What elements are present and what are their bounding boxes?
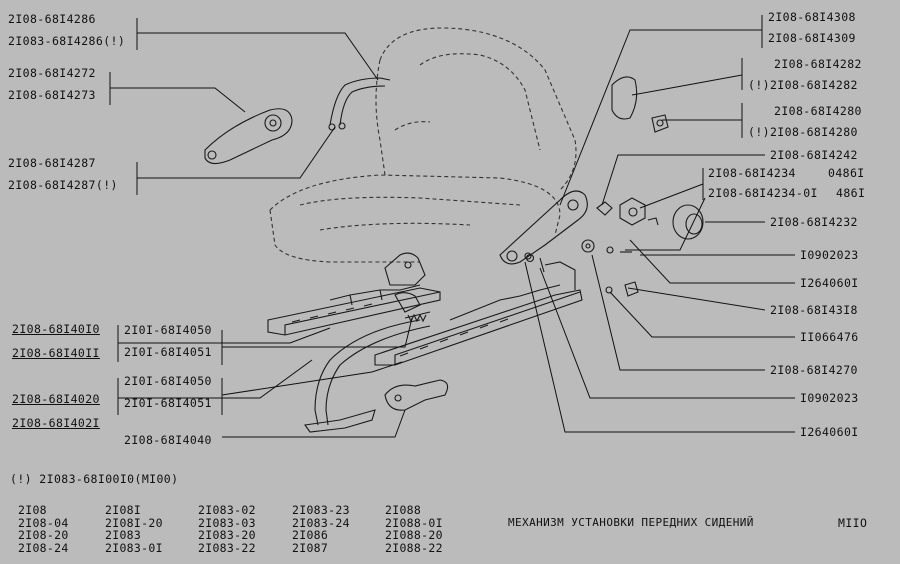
recline-handle — [204, 108, 293, 165]
model-code: 2I088-0I — [385, 515, 443, 530]
model-code: 2I088 — [385, 503, 422, 517]
part-label: 2I08-68I4287 — [8, 156, 96, 170]
part-label: I0902023 — [800, 248, 859, 262]
model-code: 2I083 — [105, 528, 142, 542]
model-code: 2I088-22 — [385, 540, 443, 555]
part-label: 486I — [836, 186, 866, 200]
model-code: 2I083-20 — [198, 528, 256, 542]
towel-bar — [304, 319, 431, 433]
headrest-wire — [328, 77, 391, 131]
bracket — [384, 379, 449, 411]
leader-lines — [109, 15, 795, 438]
part-label: 2I08-68I4308 — [768, 10, 856, 24]
part-label: 2I08-68I43I8 — [770, 303, 858, 317]
lock-lever — [384, 252, 426, 286]
seat-outline — [269, 27, 577, 263]
part-label: 2I08-68I4020 — [12, 392, 100, 406]
part-label: 2I08-68I4234-0I — [708, 186, 818, 200]
part-label: 2I08-68I4287(!) — [8, 178, 118, 192]
model-code: 2I08 — [18, 503, 47, 517]
model-code: 2I088-20 — [385, 528, 443, 542]
part-label: 2I08-68I4040 — [124, 433, 212, 447]
model-code: 2I083-02 — [198, 503, 256, 517]
model-column: 2I083-02 2I083-03 2I083-20 2I083-22 — [198, 504, 256, 554]
part-label: 2I08-68I40II — [12, 346, 100, 360]
model-column: 2I08I 2I08I-20 2I083 2I083-0I — [105, 504, 163, 554]
model-code: 2I083-24 — [292, 515, 350, 530]
rail-left — [267, 284, 441, 336]
part-label: (!)2I08-68I4280 — [748, 125, 858, 139]
model-code: 2I08I — [105, 503, 142, 517]
model-code: 2I08-24 — [18, 540, 69, 555]
model-code: 2I083-0I — [105, 540, 163, 555]
footnote: (!) 2I083-68I00I0(MI00) — [10, 472, 179, 486]
page-title: МЕХАНИЗМ УСТАНОВКИ ПЕРЕДНИХ СИДЕНИЙ — [508, 516, 754, 529]
part-label: 2I08-68I402I — [12, 416, 100, 430]
hinge-plate — [499, 190, 588, 273]
part-label: 2I08-68I4286 — [8, 12, 96, 26]
rail-right — [374, 261, 583, 366]
part-label: 2I0I-68I4051 — [124, 396, 212, 410]
part-label: 2I0I-68I4050 — [124, 374, 212, 388]
model-code: 2I08-04 — [18, 515, 69, 530]
part-label: 2I0I-68I4050 — [124, 323, 212, 337]
part-label: 2I08-68I4280 — [774, 104, 862, 118]
part-label: 0486I — [828, 166, 865, 180]
part-label: I0902023 — [800, 391, 859, 405]
model-column: 2I088 2I088-0I 2I088-20 2I088-22 — [385, 504, 443, 554]
model-code: 2I086 — [292, 528, 329, 542]
part-label: 2I08-68I4273 — [8, 88, 96, 102]
model-code: 2I083-03 — [198, 515, 256, 530]
part-label: I264060I — [800, 276, 859, 290]
part-label: 2I0I-68I4051 — [124, 345, 212, 359]
part-label: 2I083-68I4286(!) — [8, 34, 126, 48]
model-code: 2I083-23 — [292, 503, 350, 517]
part-label: 2I08-68I4232 — [770, 215, 858, 229]
part-label: 2I08-68I4270 — [770, 363, 858, 377]
model-code: 2I083-22 — [198, 540, 256, 555]
part-label: 2I08-68I4282 — [774, 57, 862, 71]
part-label: (!)2I08-68I4282 — [748, 78, 858, 92]
model-code: 2I08I-20 — [105, 515, 163, 530]
model-column: 2I083-23 2I083-24 2I086 2I087 — [292, 504, 350, 554]
part-label: 2I08-68I4242 — [770, 148, 858, 162]
part-label: 2I08-68I4234 — [708, 166, 796, 180]
part-label: 2I08-68I4272 — [8, 66, 96, 80]
model-code: 2I087 — [292, 540, 329, 555]
part-label: II066476 — [800, 330, 859, 344]
model-code: 2I08-20 — [18, 528, 69, 542]
spring — [404, 311, 431, 323]
model-column: 2I08 2I08-04 2I08-20 2I08-24 — [18, 504, 69, 554]
part-label: 2I08-68I4309 — [768, 31, 856, 45]
part-label: 2I08-68I40I0 — [12, 322, 100, 336]
section-code: MIIO — [838, 516, 868, 530]
part-label: I264060I — [800, 425, 859, 439]
